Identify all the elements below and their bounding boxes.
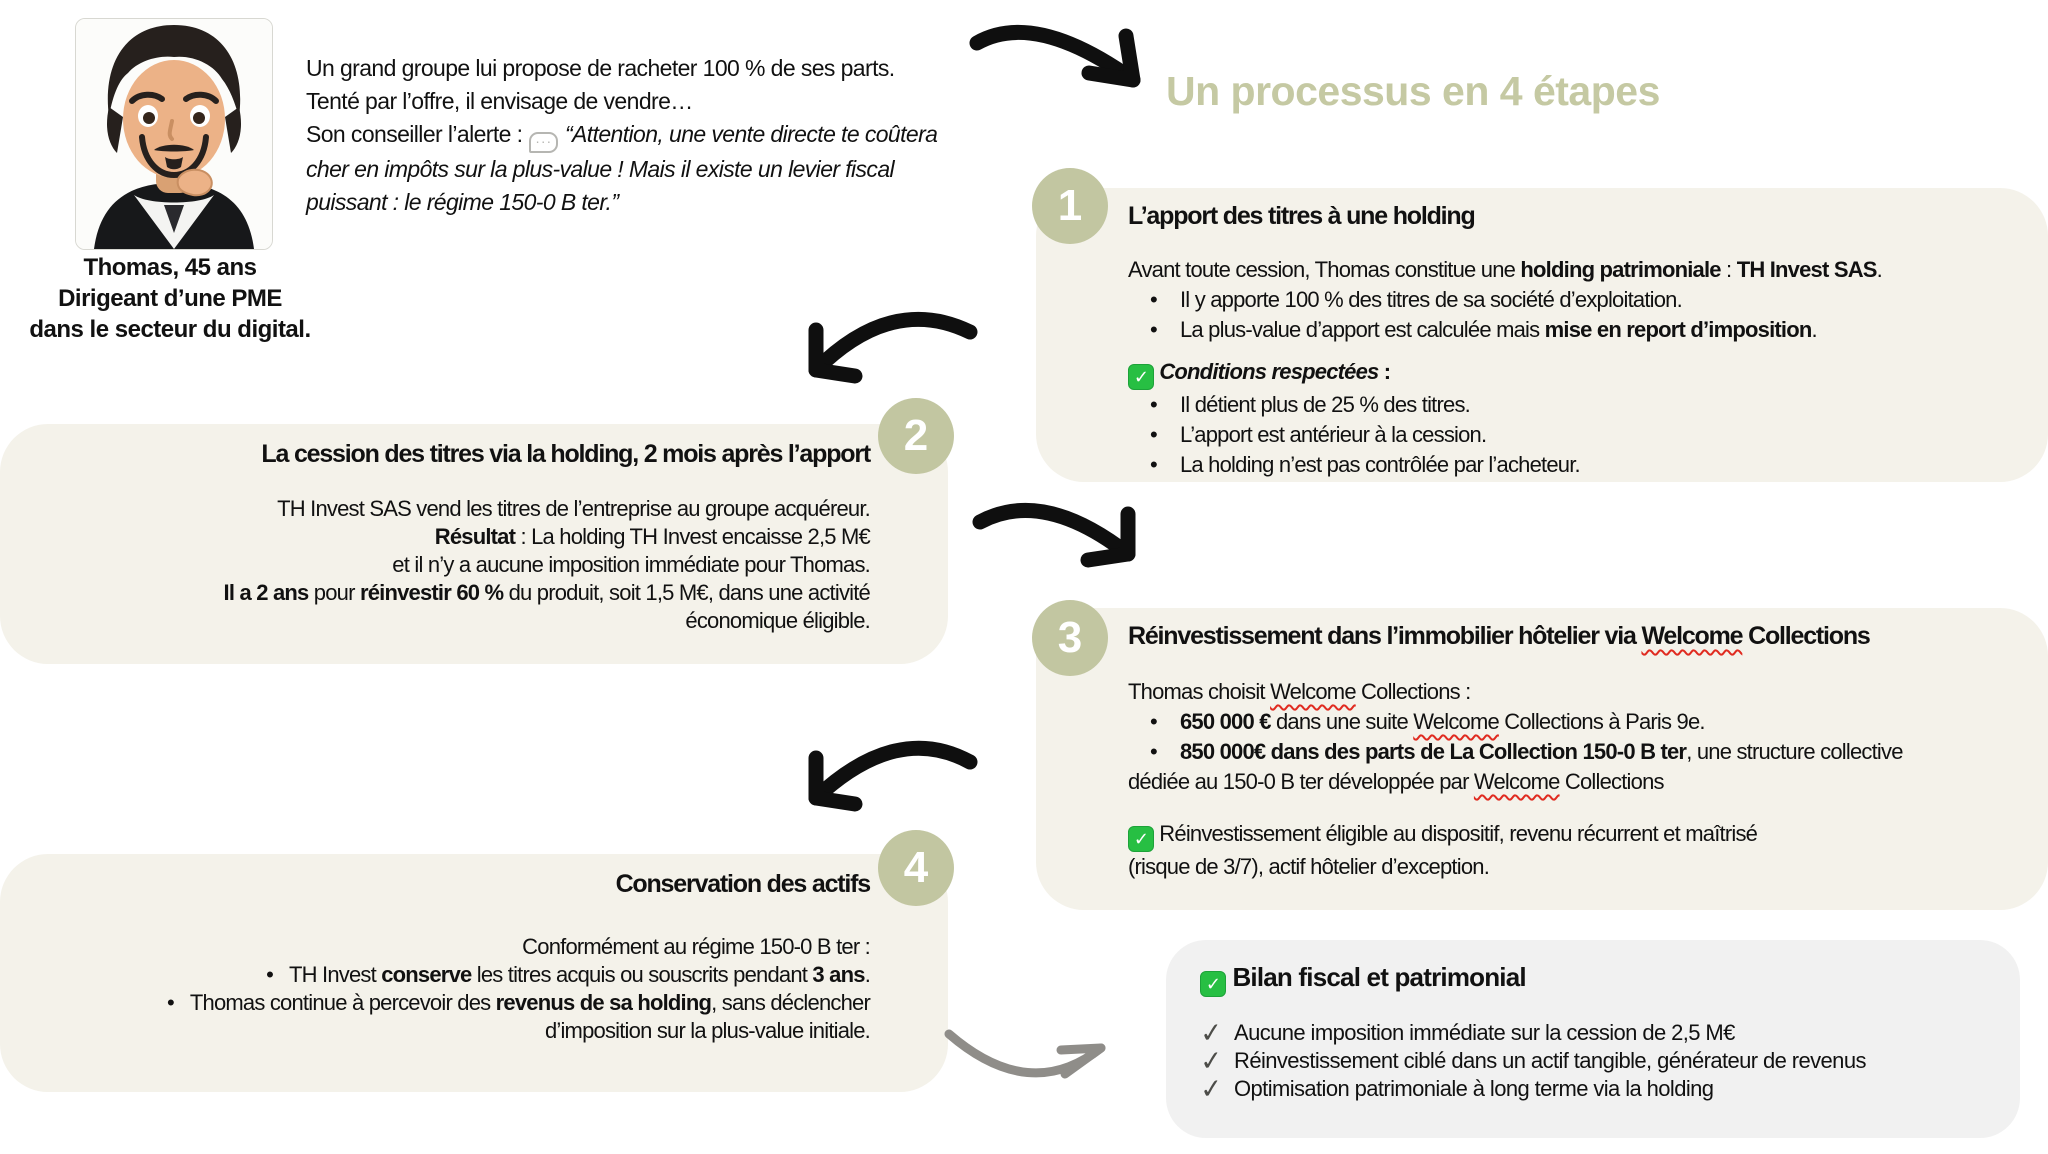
avatar-illustration xyxy=(76,19,272,249)
step-3-eligibility-line: (risque de 3/7), actif hôtelier d’except… xyxy=(1128,854,1490,879)
step-3-body: Thomas choisit Welcome Collections : 650… xyxy=(1128,677,2022,882)
step-3-intro-line: Thomas choisit Welcome Collections : xyxy=(1128,679,1471,704)
arrow-step-2-to-step-3 xyxy=(972,502,1136,568)
step-3-bullet-continuation: dédiée au 150-0 B ter développée par Wel… xyxy=(1128,769,1665,794)
step-1-condition-bullet: La holding n’est pas contrôlée par l’ach… xyxy=(1128,450,2022,480)
arrow-step-1-to-step-2 xyxy=(808,311,978,384)
intro-line: puissant : le régime 150-0 B ter.” xyxy=(306,189,619,215)
step-2-line: TH Invest SAS vend les titres de l’entre… xyxy=(277,496,871,521)
avatar-card xyxy=(75,18,273,250)
step-4-bullet: Thomas continue à percevoir des revenus … xyxy=(40,989,871,1017)
step-4-title: Conservation des actifs xyxy=(615,870,872,898)
step-1-number-badge: 1 xyxy=(1032,168,1108,244)
check-green-icon: ✓ xyxy=(1200,971,1226,997)
step-1-bullet: La plus-value d’apport est calculée mais… xyxy=(1128,315,2022,345)
step-3-title: Réinvestissement dans l’immobilier hôtel… xyxy=(1128,622,1871,650)
arrow-step-4-to-summary xyxy=(944,1029,1106,1079)
step-1-intro-line: Avant toute cession, Thomas constitue un… xyxy=(1128,257,1883,282)
intro-line: cher en impôts sur la plus-value ! Mais … xyxy=(306,156,895,182)
check-gray-icon: ✓ xyxy=(1198,1073,1224,1105)
step-2-line: économique éligible. xyxy=(685,608,870,633)
step-4-bullet: TH Invest conserve les titres acquis ou … xyxy=(40,961,871,989)
step-2-line: et il n’y a aucune imposition immédiate … xyxy=(392,552,871,577)
step-2-card: La cession des titres via la holding, 2 … xyxy=(0,424,948,664)
speech-bubble-icon: ··· xyxy=(529,132,559,153)
persona-name: Thomas, 45 ans xyxy=(83,254,257,281)
step-3-eligibility-line: ✓ Réinvestissement éligible au dispositi… xyxy=(1128,819,2022,852)
step-1-body: Avant toute cession, Thomas constitue un… xyxy=(1128,255,2022,480)
step-1-condition-bullet: Il détient plus de 25 % des titres. xyxy=(1128,390,2022,420)
step-4-line: Conformément au régime 150-0 B ter : xyxy=(522,934,871,959)
summary-items: ✓Aucune imposition immédiate sur la cess… xyxy=(1198,1017,1990,1105)
step-2-line: Il a 2 ans pour réinvestir 60 % du produ… xyxy=(223,580,871,605)
step-3-card: Réinvestissement dans l’immobilier hôtel… xyxy=(1036,608,2048,910)
step-1-card: L’apport des titres à une holding Avant … xyxy=(1036,188,2048,482)
intro-paragraph: Un grand groupe lui propose de racheter … xyxy=(306,52,1066,219)
step-1-bullet: Il y apporte 100 % des titres de sa soci… xyxy=(1128,285,2022,315)
step-1-title: L’apport des titres à une holding xyxy=(1128,202,1476,230)
check-gray-icon: ✓ xyxy=(1198,1017,1224,1049)
persona-role-line-2: dans le secteur du digital. xyxy=(29,316,311,343)
summary-item: ✓Optimisation patrimoniale à long terme … xyxy=(1198,1073,1714,1105)
step-4-number-badge: 4 xyxy=(878,830,954,906)
summary-item: ✓Aucune imposition immédiate sur la cess… xyxy=(1198,1017,1736,1049)
intro-line: Un grand groupe lui propose de racheter … xyxy=(306,55,895,81)
intro-line: Son conseiller l’alerte : ··· “Attention… xyxy=(306,118,1066,153)
step-4-card: Conservation des actifs Conformément au … xyxy=(0,854,948,1092)
step-2-number-badge: 2 xyxy=(878,398,954,474)
step-3-number-badge: 3 xyxy=(1032,600,1108,676)
step-4-closing-line: d’imposition sur la plus-value initiale. xyxy=(544,1018,871,1043)
step-2-title: La cession des titres via la holding, 2 … xyxy=(261,440,871,468)
arrow-step-3-to-step-4 xyxy=(808,740,978,812)
check-gray-icon: ✓ xyxy=(1198,1045,1224,1077)
summary-card: ✓ Bilan fiscal et patrimonial ✓Aucune im… xyxy=(1166,940,2020,1138)
step-3-bullet: 850 000€ dans des parts de La Collection… xyxy=(1128,737,2022,767)
check-green-icon: ✓ xyxy=(1128,364,1154,390)
summary-item: ✓Réinvestissement ciblé dans un actif ta… xyxy=(1198,1045,1867,1077)
step-2-body: TH Invest SAS vend les titres de l’entre… xyxy=(40,495,871,635)
step-4-body: Conformément au régime 150-0 B ter : TH … xyxy=(40,933,871,1045)
summary-title: ✓ Bilan fiscal et patrimonial xyxy=(1200,962,1990,997)
intro-line: Tenté par l’offre, il envisage de vendre… xyxy=(306,88,693,114)
step-1-condition-bullet: L’apport est antérieur à la cession. xyxy=(1128,420,2022,450)
persona-caption: Thomas, 45 ans Dirigeant d’une PME dans … xyxy=(0,252,340,345)
step-2-line: Résultat : La holding TH Invest encaisse… xyxy=(434,524,871,549)
process-title: Un processus en 4 étapes xyxy=(1166,68,1660,114)
arrow-intro-to-step-1 xyxy=(969,25,1141,88)
check-green-icon: ✓ xyxy=(1128,826,1154,852)
step-3-bullet: 650 000 € dans une suite Welcome Collect… xyxy=(1128,707,2022,737)
persona-role-line-1: Dirigeant d’une PME xyxy=(58,285,282,312)
step-1-conditions-title: ✓ Conditions respectées : xyxy=(1128,357,2022,390)
